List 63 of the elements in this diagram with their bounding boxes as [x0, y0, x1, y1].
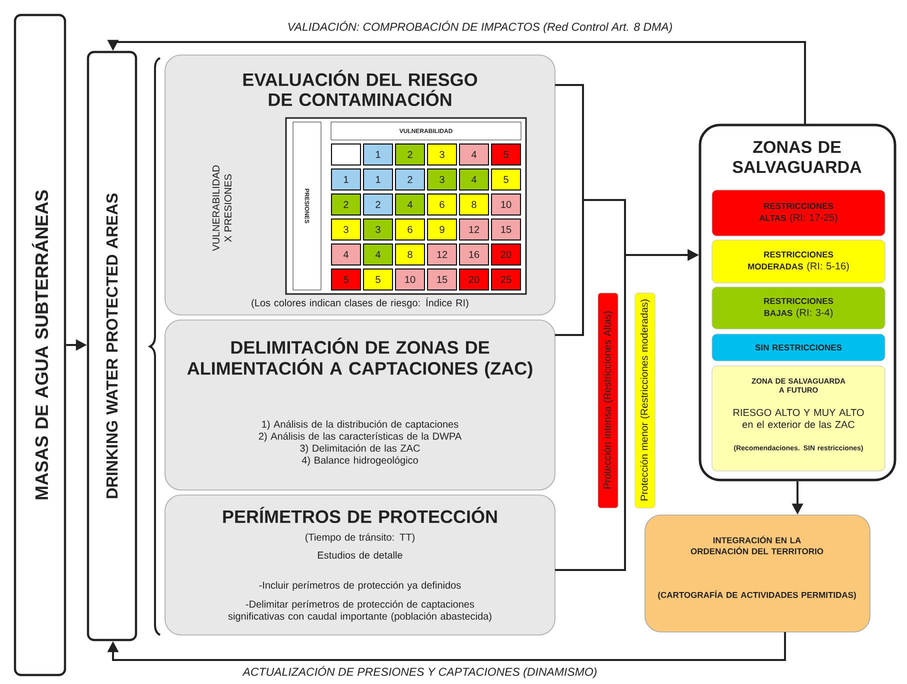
table-cell: 4 [363, 244, 393, 266]
table-cell: 2 [395, 168, 425, 190]
box-title: ZONAS DE SALVAGUARDA [732, 140, 862, 174]
box-title: DELIMITACIÓN DE ZONAS DE ALIMENTACIÓN A CAPTACIONES (ZAC) [187, 338, 532, 378]
box-text: -Incluir perímetros de protección ya definidos [259, 581, 461, 591]
box-title: DRINKING WATER PROTECTED AREAS [106, 193, 118, 498]
table-cell: 2 [331, 194, 361, 216]
box-text: 3) Delimitación de las ZAC [300, 444, 420, 454]
table-cell: 16 [459, 244, 489, 266]
table-cell: 10 [395, 268, 425, 290]
caption-text: (Los colores indican clases de riesgo: Índice RI) [252, 298, 468, 308]
edge-label: ACTUALIZACIÓN DE PRESIONES Y CAPTACIONES (DINAMISMO) [242, 664, 598, 680]
table-cell: 20 [491, 244, 521, 266]
table-cell: 25 [491, 268, 521, 290]
table-cell: 6 [427, 194, 457, 216]
box-title: SIN RESTRICCIONES [755, 344, 842, 350]
table-cell: 5 [491, 144, 521, 166]
box-text: 4) Balance hidrogeológico [302, 456, 418, 466]
table-cell: 6 [395, 218, 425, 240]
table-cell: 4 [459, 168, 489, 190]
table-cell: 5 [363, 268, 393, 290]
table-cell: 10 [491, 194, 521, 216]
table-cell: 4 [395, 194, 425, 216]
table-cell: 3 [363, 218, 393, 240]
box-text: (CARTOGRAFÍA DE ACTIVIDADES PERMITIDAS) [658, 590, 856, 600]
table-cell: 1 [331, 168, 361, 190]
box-title: RESTRICCIONES MODERADAS (RI: 5-16) [748, 252, 849, 272]
table-cell: 2 [363, 194, 393, 216]
table-cell: 15 [491, 218, 521, 240]
table-cell: 12 [427, 244, 457, 266]
table-cell: 1 [363, 144, 393, 166]
box-text: -Delimitar perímetros de protección de captaciones significativas con caudal importante (población abastecida) [228, 600, 492, 622]
box-title: RESTRICCIONES ALTAS (RI: 17-25) [759, 203, 838, 223]
box-title: EVALUACIÓN DEL RIESGO DE CONTAMINACIÓN [243, 70, 478, 106]
bar-text: Protección menor (Restricciones moderadas) [640, 300, 650, 500]
table-cell: 8 [459, 194, 489, 216]
table-cell: 5 [491, 168, 521, 190]
box-title: INTEGRACIÓN EN LA ORDENACIÓN DEL TERRITORIO [690, 536, 824, 554]
box-title: PERÍMETROS DE PROTECCIÓN [223, 506, 497, 524]
table-cell: 5 [331, 268, 361, 290]
box-text: 1) Análisis de la distribución de captaciones [262, 420, 458, 430]
table-cell: 1 [363, 168, 393, 190]
bar-text: Protección intensa (Restricciones Altas) [603, 311, 613, 488]
table-cell: 4 [459, 144, 489, 166]
table-cell: 15 [427, 268, 457, 290]
edge-label: VALIDACIÓN: COMPROBACIÓN DE IMPACTOS (Red Control Art. 8 DMA) [286, 20, 674, 34]
box-text: 2) Análisis de las características de la DWPA [258, 432, 462, 442]
box-title: MASAS DE AGUA SUBTERRÁNEAS [32, 190, 48, 500]
box-text: (Tiempo de tránsito: TT) [306, 533, 414, 543]
table-cell: 9 [427, 218, 457, 240]
box-text: RIESGO ALTO Y MUY ALTO en el exterior de las ZAC [734, 408, 864, 428]
axis-text: VULNERABILIDAD X PRESIONES [212, 165, 232, 252]
table-cell: 3 [331, 218, 361, 240]
table-cell: 2 [395, 144, 425, 166]
arrow [107, 632, 786, 661]
table-cell: 20 [459, 268, 489, 290]
table-cell: 3 [427, 144, 457, 166]
table-cell: 8 [395, 244, 425, 266]
table-cell: 3 [427, 168, 457, 190]
table-cell: 4 [331, 244, 361, 266]
box-text: Estudios de detalle [318, 551, 402, 559]
table-cell: 12 [459, 218, 489, 240]
box-title: RESTRICCIONES BAJAS (RI: 3-4) [764, 298, 834, 318]
